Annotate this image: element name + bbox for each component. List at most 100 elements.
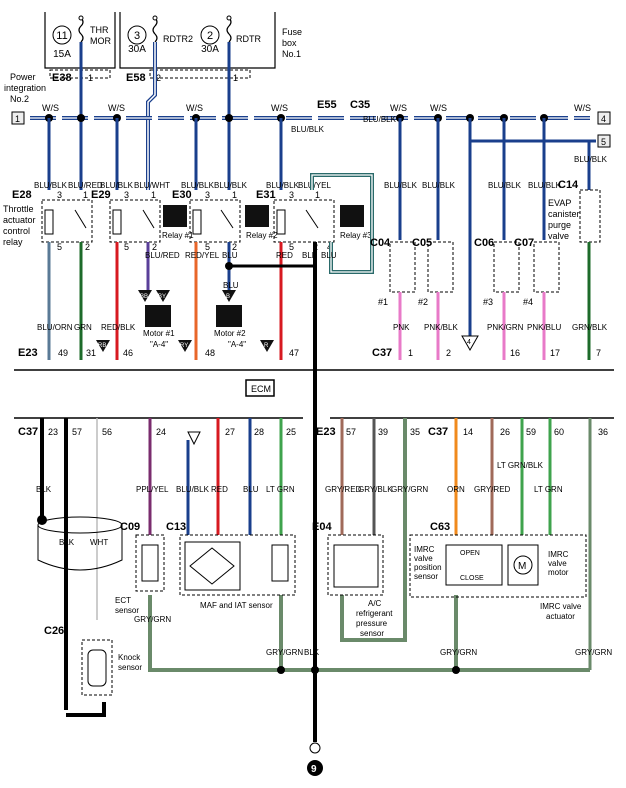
pin-e23-47: 47	[289, 348, 299, 358]
conn-c09: C09	[120, 521, 140, 533]
conn-e04: E04	[312, 521, 332, 533]
imrc-mot-2: valve	[548, 559, 567, 568]
conn-e55: E55	[317, 99, 337, 111]
tag-r: R	[264, 343, 269, 349]
wire-wht: WHT	[90, 538, 108, 547]
conn-e29: E29	[91, 189, 111, 201]
wire-blublk-e30: BLU/BLK	[181, 181, 215, 190]
knock-1: Knock	[118, 653, 141, 662]
wire-blublk-c07: BLU/BLK	[528, 181, 562, 190]
wire-gryred: GRY/RED	[325, 485, 362, 494]
conn-c63: C63	[430, 521, 450, 533]
svg-text:5: 5	[124, 242, 129, 252]
imrc-act-1: IMRC valve	[540, 602, 582, 611]
svg-text:1: 1	[315, 190, 320, 200]
wire-blured-e28: BLU/RED	[68, 181, 103, 190]
wire-bluorn: BLU/ORN	[37, 323, 73, 332]
conn-e23-low: E23	[316, 426, 336, 438]
fuse-11-amp: 15A	[53, 49, 71, 60]
ect-1: ECT	[115, 596, 131, 605]
knock-sensor: C26 Knock sensor	[44, 625, 142, 696]
thr-relay-2: actuator	[3, 215, 36, 225]
fuse-2-amp: 30A	[201, 44, 219, 55]
svg-text:M: M	[518, 561, 526, 572]
inj-1: #1	[378, 297, 388, 307]
wire-pnkblu: PNK/BLU	[527, 323, 561, 332]
relay2-label: Relay #2	[246, 231, 278, 240]
fuse-11-number: 11	[56, 30, 67, 42]
wire-grygrn-d: GRY/GRN	[440, 648, 477, 657]
a4-ref-2: "A-4"	[228, 340, 246, 349]
fuse-3-name: RDTR2	[163, 34, 193, 44]
pin-36: 36	[598, 427, 608, 437]
motor2-label: Motor #2	[214, 329, 246, 338]
ac-1: A/C	[368, 599, 382, 608]
wire-grn: GRN	[74, 323, 92, 332]
wire-pnkblk: PNK/BLK	[424, 323, 458, 332]
wire-blu-motor2: BLU	[223, 281, 239, 290]
wire-gryblk: GRY/BLK	[358, 485, 393, 494]
ect-2: sensor	[115, 606, 139, 615]
wire-bluwht-e29: BLU/WHT	[134, 181, 170, 190]
ac-3: pressure	[356, 619, 388, 628]
imrc-act-2: actuator	[546, 612, 575, 621]
pin-e23-46: 46	[123, 348, 133, 358]
ac-pressure-sensor: E04 A/C refrigerant pressure sensor	[312, 521, 393, 638]
wire-orn: ORN	[447, 485, 465, 494]
pin-60: 60	[554, 427, 564, 437]
svg-text:1: 1	[232, 190, 237, 200]
wire-ltgrnblk: LT GRN/BLK	[497, 461, 544, 470]
ground-number: 9	[311, 764, 317, 775]
ect-sensor: C09 ECT sensor	[115, 521, 165, 615]
conn-c37-low: C37	[18, 426, 38, 438]
wire-ws-5: W/S	[390, 103, 407, 113]
inj-2: #2	[418, 297, 428, 307]
imrc-pos-3: position	[414, 563, 442, 572]
ac-4: sensor	[360, 629, 384, 638]
pin-c37-17: 17	[550, 348, 560, 358]
knock-2: sensor	[118, 663, 142, 672]
fuse-2-name: RDTR	[236, 34, 261, 44]
svg-text:3: 3	[124, 190, 129, 200]
wire-blublk-b: BLU/BLK	[363, 115, 397, 124]
tag-ry: RY	[180, 343, 188, 349]
conn-c37-top: C37	[372, 347, 392, 359]
pin-25: 25	[286, 427, 296, 437]
conn-c07: C07	[514, 237, 534, 249]
inj-3: #3	[483, 297, 493, 307]
svg-text:2: 2	[232, 242, 237, 252]
wire-ws-7: W/S	[574, 103, 591, 113]
ac-2: refrigerant	[356, 609, 393, 618]
pin-e38-1: 1	[88, 73, 93, 83]
conn-c35: C35	[350, 99, 370, 111]
wire-red-maf: RED	[211, 485, 228, 494]
conn-c04: C04	[370, 237, 391, 249]
pin-57: 57	[72, 427, 82, 437]
wire-blublk-e30b: BLU/BLK	[214, 181, 248, 190]
pin-e23-48: 48	[205, 348, 215, 358]
conn-c37-right: C37	[428, 426, 448, 438]
thr-relay-3: control	[3, 226, 30, 236]
imrc-mot-3: motor	[548, 568, 569, 577]
imrc-pos-1: IMRC	[414, 545, 435, 554]
thr-relay-1: Throttle	[3, 204, 34, 214]
ref-1: 1	[15, 114, 20, 124]
wire-ws-6: W/S	[430, 103, 447, 113]
power-integration-2: integration	[4, 83, 46, 93]
svg-text:5: 5	[289, 242, 294, 252]
pin-39: 39	[378, 427, 388, 437]
svg-text:5: 5	[205, 242, 210, 252]
wire-redyel: RED/YEL	[185, 251, 220, 260]
svg-text:3: 3	[57, 190, 62, 200]
wire-blublk-maf: BLU/BLK	[176, 485, 210, 494]
pin-c37-7: 7	[596, 348, 601, 358]
wire-pplyel: PPL/YEL	[136, 485, 169, 494]
wire-blublk-e29: BLU/BLK	[100, 181, 134, 190]
wire-blublk-e28: BLU/BLK	[34, 181, 68, 190]
injectors: C04 C05 C06 C07 #1 #2 #3 #4	[370, 237, 560, 307]
pin-59: 59	[526, 427, 536, 437]
wire-blu-maf: BLU	[243, 485, 259, 494]
motor1-label: Motor #1	[143, 329, 175, 338]
